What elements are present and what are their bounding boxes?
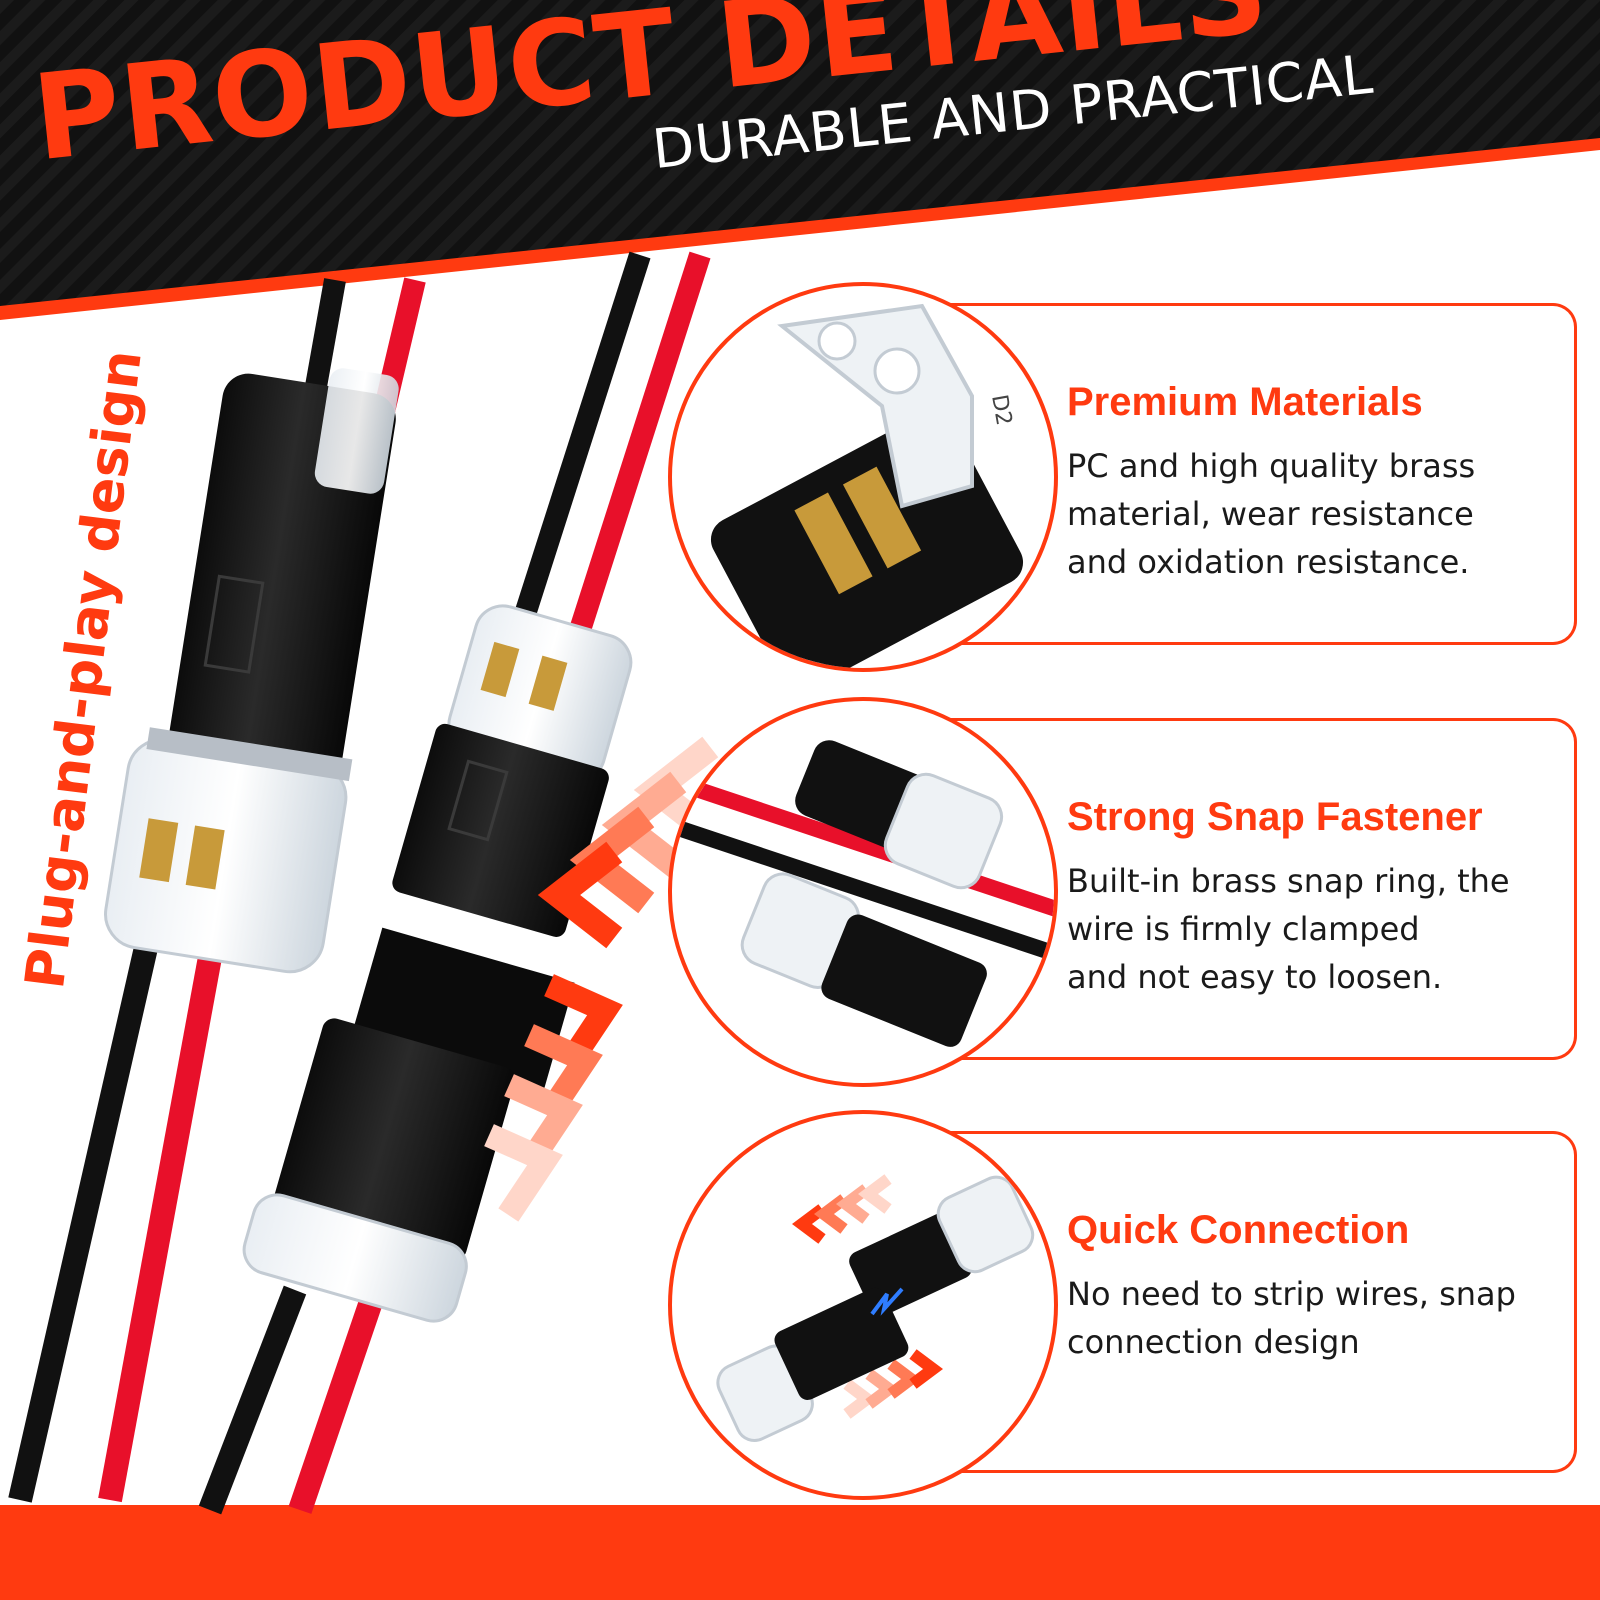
feature-title: Quick Connection [1067,1208,1410,1252]
feature-title: Premium Materials [1067,380,1423,424]
feature-image-quick-connection [668,1110,1058,1500]
feature-description: No need to strip wires, snap connection … [1067,1270,1587,1366]
feature-description: Built-in brass snap ring, the wire is fi… [1067,857,1587,1001]
spark-icon [870,1287,904,1316]
feature-line: and oxidation resistance. [1067,543,1470,581]
feature-image-premium-materials: D2 [668,282,1058,672]
banner-dark [0,0,1600,306]
chevrons-right [484,974,623,1222]
feature-line: Built-in brass snap ring, the [1067,862,1510,900]
bottom-bar [0,1505,1600,1600]
feature-line: connection design [1067,1323,1360,1361]
feature-line: No need to strip wires, snap [1067,1275,1516,1313]
feature-line: wire is firmly clamped [1067,910,1420,948]
connector-model-mark: D2 [986,393,1016,428]
feature-description: PC and high quality brass material, wear… [1067,442,1587,586]
feature-line: material, wear resistance [1067,495,1474,533]
feature-image-strong-snap-fastener [668,697,1058,1087]
feature-line: and not easy to loosen. [1067,958,1443,996]
feature-title: Strong Snap Fastener [1067,795,1483,839]
connector-assembled [104,368,399,974]
feature-line: PC and high quality brass [1067,447,1476,485]
connector-lower [242,927,575,1323]
